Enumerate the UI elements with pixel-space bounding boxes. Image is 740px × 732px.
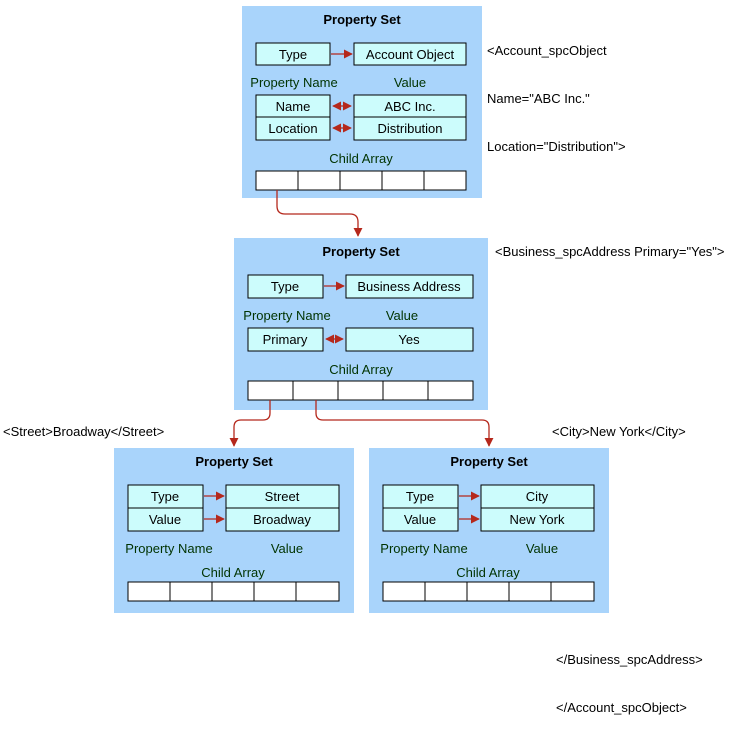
child-array-slot [127, 581, 171, 602]
child-array-label: Child Array [201, 565, 265, 580]
value-value: Broadway [253, 512, 311, 527]
child-connector [276, 190, 363, 237]
value-label-cell [127, 507, 204, 532]
type-value: City [526, 489, 549, 504]
property-set-diagram: Property Set Type Account Object Propert… [114, 6, 609, 613]
xml-line: Location="Distribution"> [487, 139, 626, 154]
xml-line: </Account_spcObject> [556, 700, 687, 715]
type-label: Type [406, 489, 434, 504]
child-array-slot [211, 581, 255, 602]
value-label-cell [382, 507, 459, 532]
child-array-slot [382, 581, 426, 602]
xml-closing: </Business_spcAddress> </Account_spcObje… [556, 620, 703, 732]
property-set-city: Property Set Type City Value New York Pr… [369, 448, 609, 613]
value-heading: Value [386, 308, 418, 323]
property-name-cell [255, 116, 331, 141]
child-array-slot [297, 170, 341, 191]
child-array-slot [427, 380, 474, 401]
type-value: Account Object [366, 47, 455, 62]
child-array [247, 380, 474, 401]
xml-line: <Account_spcObject [487, 43, 607, 58]
property-name: Location [268, 121, 317, 136]
type-value: Street [265, 489, 300, 504]
property-name-cell [247, 327, 324, 352]
type-label: Type [279, 47, 307, 62]
child-array-slot [337, 380, 384, 401]
type-label: Type [151, 489, 179, 504]
property-name: Primary [263, 332, 308, 347]
child-array [382, 581, 595, 602]
property-value-cell [353, 116, 467, 141]
property-value: Yes [398, 332, 420, 347]
child-connector [315, 400, 494, 447]
property-set-business-address: Property Set Type Business Address Prope… [234, 238, 488, 410]
property-value-cell [345, 327, 474, 352]
child-array-slot [295, 581, 340, 602]
panel-title: Property Set [322, 244, 400, 259]
value-heading: Value [394, 75, 426, 90]
child-array-slot [423, 170, 467, 191]
xml-city: <City>New York</City> [552, 424, 686, 439]
child-array-slot [169, 581, 213, 602]
property-name-heading: Property Name [250, 75, 337, 90]
type-value-cell [353, 42, 467, 66]
xml-line: </Business_spcAddress> [556, 652, 703, 667]
child-array-slot [382, 380, 429, 401]
value-value: New York [510, 512, 565, 527]
type-value-cell [345, 274, 474, 299]
value-value-cell [480, 507, 595, 532]
child-array-slot [339, 170, 383, 191]
value-label: Value [149, 512, 181, 527]
property-set-account: Property Set Type Account Object Propert… [242, 6, 482, 198]
xml-business-open: <Business_spcAddress Primary="Yes"> [495, 244, 725, 259]
property-name-heading: Property Name [125, 541, 212, 556]
value-value-cell [225, 507, 340, 532]
child-array-slot [550, 581, 595, 602]
panel-title: Property Set [450, 454, 528, 469]
child-array-slot [381, 170, 425, 191]
property-value: Distribution [377, 121, 442, 136]
child-array-slot [508, 581, 552, 602]
child-array-slot [247, 380, 294, 401]
child-array [255, 170, 467, 191]
child-connector [229, 400, 271, 447]
xml-street: <Street>Broadway</Street> [3, 424, 165, 439]
xml-account-open: <Account_spcObject Name="ABC Inc." Locat… [487, 11, 626, 171]
child-array-slot [466, 581, 510, 602]
child-array-slot [253, 581, 297, 602]
child-array-label: Child Array [329, 151, 393, 166]
property-set-street: Property Set Type Street Value Broadway … [114, 448, 354, 613]
child-array-slot [292, 380, 339, 401]
value-heading: Value [526, 541, 558, 556]
child-array-slot [424, 581, 468, 602]
property-value: ABC Inc. [384, 99, 435, 114]
type-value: Business Address [357, 279, 461, 294]
property-name-heading: Property Name [380, 541, 467, 556]
value-label: Value [404, 512, 436, 527]
child-array-slot [255, 170, 299, 191]
property-name: Name [276, 99, 311, 114]
child-array-label: Child Array [329, 362, 393, 377]
type-label: Type [271, 279, 299, 294]
value-heading: Value [271, 541, 303, 556]
child-array [127, 581, 340, 602]
property-name-heading: Property Name [243, 308, 330, 323]
panel-title: Property Set [323, 12, 401, 27]
child-array-label: Child Array [456, 565, 520, 580]
panel-title: Property Set [195, 454, 273, 469]
xml-line: Name="ABC Inc." [487, 91, 590, 106]
type-label-cell [255, 42, 331, 66]
type-label-cell [247, 274, 324, 299]
